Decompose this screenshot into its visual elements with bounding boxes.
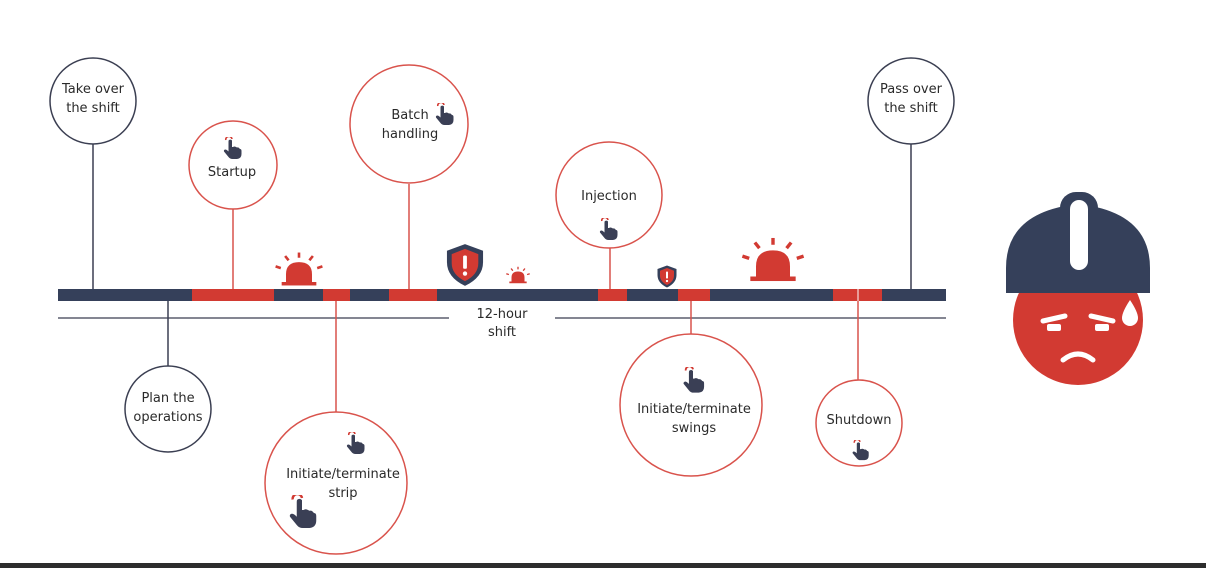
bubble-shutdown	[815, 379, 903, 467]
pass-over-line2: the shift	[884, 101, 938, 116]
activity-injection: Injection	[555, 141, 663, 249]
shield-alert-icon	[446, 244, 484, 286]
siren-icon	[274, 251, 324, 287]
siren-icon	[742, 238, 803, 281]
plan-line1: Plan the	[141, 391, 194, 406]
swings-line2: swings	[672, 421, 717, 436]
worker-eyebrow	[1088, 313, 1116, 324]
plan-line2: operations	[133, 410, 202, 425]
batch-line1: Batch	[391, 108, 428, 123]
siren-icon	[505, 266, 531, 284]
activity-swings: Initiate/terminate swings	[619, 333, 763, 477]
bubble-plan	[124, 365, 212, 453]
timeline-bar-base	[58, 289, 946, 301]
timeline-segment-red	[678, 289, 710, 301]
timeline-segment-red	[323, 289, 350, 301]
activity-batch: Batch handling	[349, 64, 469, 184]
bottom-border	[0, 563, 1206, 568]
shield-alert-icon	[657, 265, 677, 288]
activity-pass-over: Pass over the shift	[867, 57, 955, 145]
swings-line1: Initiate/terminate	[637, 402, 751, 417]
timeline-segment-red	[192, 289, 274, 301]
sweat-drop-icon	[1122, 300, 1138, 326]
timeline-label-line2: shift	[488, 325, 516, 340]
timeline-bar	[58, 289, 946, 301]
strip-line2: strip	[328, 486, 357, 501]
activity-startup: Startup	[188, 120, 278, 210]
shutdown-line1: Shutdown	[827, 413, 892, 428]
worker-eye	[1047, 324, 1061, 331]
injection-line1: Injection	[581, 189, 637, 204]
strip-line1: Initiate/terminate	[286, 467, 400, 482]
activity-plan: Plan the operations	[124, 365, 212, 453]
bubble-injection	[555, 141, 663, 249]
take-over-line1: Take over	[61, 82, 125, 97]
timeline-segment-red	[389, 289, 437, 301]
bubble-startup	[188, 120, 278, 210]
bubble-pass-over	[867, 57, 955, 145]
bubble-take-over	[49, 57, 137, 145]
worker-frown	[1060, 351, 1096, 363]
timeline-segment-red	[598, 289, 627, 301]
worker-eyebrow	[1040, 313, 1068, 324]
activity-strip: Initiate/terminate strip	[264, 411, 408, 555]
activity-take-over: Take over the shift	[49, 57, 137, 145]
startup-line1: Startup	[208, 165, 256, 180]
timeline-label-line1: 12-hour	[476, 307, 528, 322]
take-over-line2: the shift	[66, 101, 120, 116]
hardhat-ridge-highlight	[1070, 200, 1088, 270]
bubble-swings	[619, 333, 763, 477]
worker-eye	[1095, 324, 1109, 331]
batch-line2: handling	[382, 127, 438, 142]
bubble-strip	[264, 411, 408, 555]
pass-over-line1: Pass over	[880, 82, 943, 97]
activity-shutdown: Shutdown	[815, 379, 903, 467]
bubble-batch	[349, 64, 469, 184]
stressed-worker-hardhat-icon	[1006, 192, 1150, 385]
